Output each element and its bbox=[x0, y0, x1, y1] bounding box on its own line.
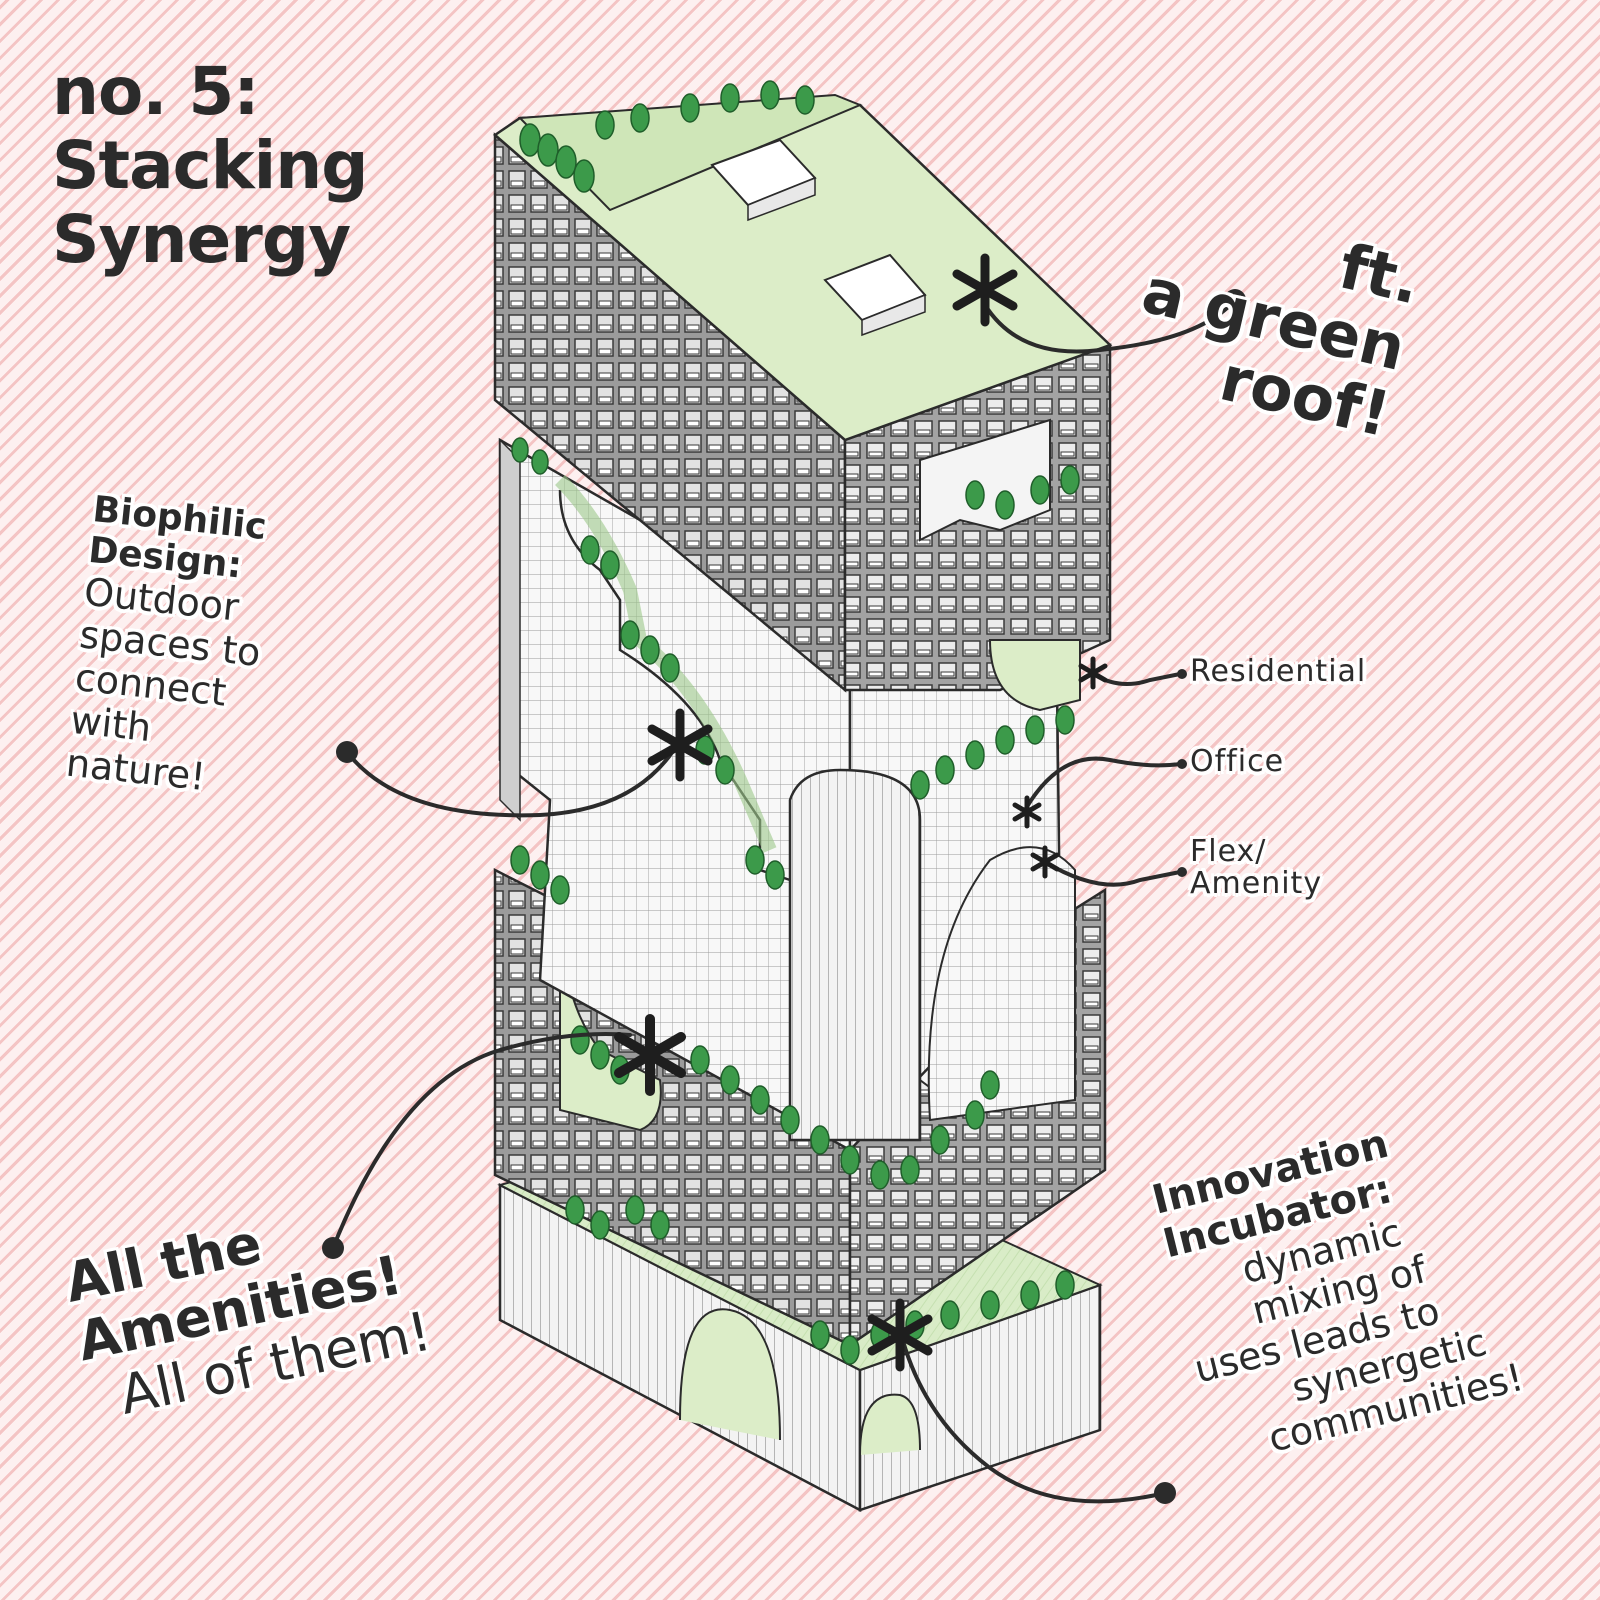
office-callout-line bbox=[1023, 756, 1182, 812]
upper-residential-block bbox=[492, 93, 1113, 712]
terrace-plantings bbox=[510, 80, 1080, 1365]
label-office: Office bbox=[1190, 744, 1285, 779]
dot-marker-icon bbox=[1177, 759, 1187, 769]
asterisk-icon bbox=[1078, 656, 1108, 690]
dot-marker-icon bbox=[1177, 867, 1187, 877]
asterisk-icon bbox=[1030, 845, 1060, 879]
title-line-3: Synergy bbox=[52, 200, 351, 278]
label-residential: Residential bbox=[1190, 654, 1367, 689]
asterisk-icon bbox=[614, 1014, 686, 1096]
residential-callout-line bbox=[1093, 672, 1182, 686]
title-line-2: Stacking bbox=[52, 126, 368, 204]
dot-marker-icon bbox=[336, 741, 358, 763]
label-flex-line-2: Amenity bbox=[1190, 865, 1323, 901]
rooftop-unit-2 bbox=[823, 253, 927, 337]
label-flex-amenity: Flex/ Amenity bbox=[1190, 836, 1322, 899]
asterisk-icon bbox=[867, 1298, 933, 1372]
title-line-1: no. 5: bbox=[52, 53, 260, 130]
dot-marker-icon bbox=[1224, 289, 1246, 311]
biophilic-callout-line bbox=[345, 738, 682, 818]
incubator-callout-line bbox=[898, 1328, 1167, 1504]
biophilic-callout: Biophilic Design: Outdoor spaces to conn… bbox=[64, 489, 275, 803]
asterisk-icon bbox=[1012, 795, 1042, 829]
rooftop-unit-1 bbox=[710, 138, 817, 222]
page-title: no. 5: Stacking Synergy bbox=[52, 55, 368, 277]
dot-marker-icon bbox=[1177, 669, 1187, 679]
dot-marker-icon bbox=[322, 1237, 344, 1259]
label-flex-line-1: Flex/ bbox=[1190, 834, 1267, 869]
amenities-callout-line bbox=[331, 1032, 632, 1250]
asterisk-icon bbox=[952, 253, 1018, 327]
dot-marker-icon bbox=[1154, 1482, 1176, 1504]
asterisk-icon bbox=[647, 708, 713, 782]
roof-callout-line bbox=[983, 298, 1237, 354]
